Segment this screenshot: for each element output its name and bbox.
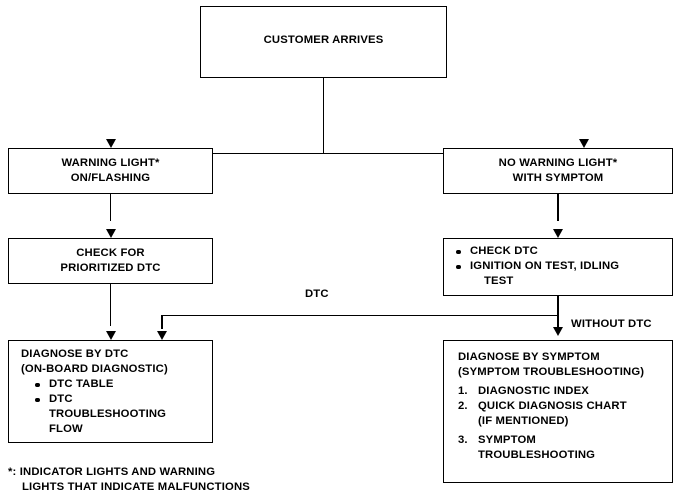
bullet-dot-icon (456, 264, 461, 269)
node-diagnose-by-dtc-line2: (ON-BOARD DIAGNOSTIC) (21, 363, 168, 375)
node-check-for-prioritized-line1: CHECK FOR (76, 247, 145, 259)
node-diagnose-by-symptom-item-2: 2. QUICK DIAGNOSIS CHART (458, 400, 627, 412)
arrowhead-to-check-for-prioritized (105, 229, 116, 238)
node-diagnose-by-symptom: DIAGNOSE BY SYMPTOM (SYMPTOM TROUBLESHOO… (443, 340, 673, 483)
node-check-dtc-bullet-2-continuation: TEST (484, 275, 514, 287)
footnote-line-2: LIGHTS THAT INDICATE MALFUNCTIONS (22, 481, 250, 493)
node-diagnose-by-dtc-bullet-2: DTC (9, 392, 212, 407)
node-check-for-prioritized-line2: PRIORITIZED DTC (60, 262, 161, 274)
connector-customer-vertical (322, 78, 325, 154)
footnote-line-1: *: INDICATOR LIGHTS AND WARNING (8, 466, 216, 478)
node-check-dtc-ignition-test: CHECK DTC IGNITION ON TEST, IDLING TEST (443, 238, 673, 296)
arrowhead-to-diagnose-by-dtc-left (105, 331, 116, 340)
node-diagnose-by-dtc-line1: DIAGNOSE BY DTC (21, 348, 129, 360)
arrowhead-to-no-warning-light (579, 139, 590, 148)
node-no-warning-light-line2: WITH SYMPTOM (512, 172, 604, 184)
bullet-dot-icon (456, 249, 461, 254)
node-customer-arrives: CUSTOMER ARRIVES (200, 6, 447, 78)
node-diagnose-by-symptom-item-2-cont: (IF MENTIONED) (478, 415, 569, 427)
node-no-warning-light-with-symptom: NO WARNING LIGHT* WITH SYMPTOM (443, 148, 673, 194)
node-diagnose-by-symptom-item-1: 1. DIAGNOSTIC INDEX (458, 385, 589, 397)
node-diagnose-by-dtc-bullet-2-cont-2: FLOW (49, 423, 83, 435)
node-diagnose-by-symptom-line1: DIAGNOSE BY SYMPTOM (458, 351, 600, 363)
node-customer-arrives-label: CUSTOMER ARRIVES (263, 34, 384, 46)
node-diagnose-by-symptom-line2: (SYMPTOM TROUBLESHOOTING) (458, 366, 645, 378)
connector-dtc-branch-horizontal (161, 314, 559, 317)
node-diagnose-by-dtc-bullet-1: DTC TABLE (9, 377, 212, 392)
edge-label-dtc: DTC (305, 288, 329, 300)
arrowhead-to-diagnose-by-symptom (553, 327, 564, 336)
node-diagnose-by-symptom-item-3: 3. SYMPTOM (458, 434, 536, 446)
connector-check-to-diagnose-dtc (109, 284, 112, 326)
arrowhead-to-warning-light (105, 139, 116, 148)
arrowhead-to-check-dtc (553, 229, 564, 238)
node-diagnose-by-dtc: DIAGNOSE BY DTC (ON-BOARD DIAGNOSTIC) DT… (8, 340, 213, 443)
node-warning-light-on-flashing: WARNING LIGHT* ON/FLASHING (8, 148, 213, 194)
connector-check-dtc-down-stub (557, 296, 559, 316)
arrowhead-to-diagnose-by-dtc-right (157, 331, 168, 340)
node-check-dtc-bullet-1: CHECK DTC (444, 244, 672, 259)
node-diagnose-by-dtc-bullet-2-cont-1: TROUBLESHOOTING (49, 408, 167, 420)
node-no-warning-light-line1: NO WARNING LIGHT* (498, 157, 618, 169)
connector-split-horizontal (110, 152, 585, 155)
connector-no-warning-to-check-dtc (557, 194, 559, 221)
connector-without-dtc-vertical (557, 314, 559, 328)
node-check-dtc-bullet-2: IGNITION ON TEST, IDLING (444, 259, 672, 274)
edge-label-without-dtc: WITHOUT DTC (571, 318, 652, 330)
connector-warning-to-check (109, 194, 112, 221)
node-check-for-prioritized-dtc: CHECK FOR PRIORITIZED DTC (8, 238, 213, 284)
footnote: *: INDICATOR LIGHTS AND WARNING LIGHTS T… (8, 465, 250, 495)
node-warning-light-line2: ON/FLASHING (70, 172, 151, 184)
bullet-dot-icon (35, 382, 40, 387)
bullet-dot-icon (35, 397, 40, 402)
connector-dtc-branch-vertical (161, 314, 163, 329)
node-warning-light-line1: WARNING LIGHT* (61, 157, 160, 169)
node-diagnose-by-symptom-item-3-cont: TROUBLESHOOTING (478, 449, 596, 461)
